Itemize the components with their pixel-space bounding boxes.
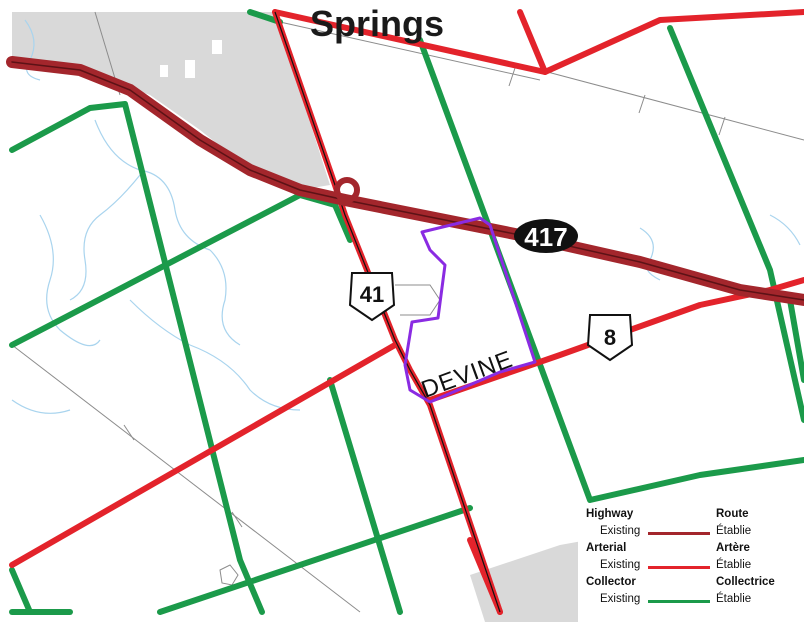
watercourse-9 [11,399,71,414]
highway-interchange [334,177,360,203]
legend-arterial-status-en: Existing [600,559,641,571]
arterial-road-8-east [427,277,804,403]
legend-row-highway-existing: Existing Établie [578,525,804,542]
legend-arterial-swatch [648,566,710,569]
railway-sw-tick-1 [123,424,135,441]
county-road-shield-8: 8 [586,314,634,362]
railway-north-tick-2 [638,94,646,114]
place-label-springs: Springs [310,3,444,44]
arterial-road-north-2 [517,9,548,75]
legend-arterial-label-en: Arterial [586,542,627,554]
railway-north [539,69,804,141]
collector-road-8 [667,25,804,423]
collector-road-1 [9,101,265,615]
legend-collector-label-fr: Collectrice [716,576,775,588]
collector-road-4 [9,567,33,615]
site-boundary [403,216,537,404]
legend-arterial-label-fr: Artère [716,542,750,554]
urban-building-3 [160,65,168,77]
minor-road-north [279,21,541,81]
legend-arterial-status-fr: Établie [716,559,752,571]
legend-collector-status-fr: Établie [716,593,752,605]
county-road-shield-41-number: 41 [360,282,384,307]
highway-shield-417-shape [514,219,578,253]
county-road-shield-41-shape [348,272,396,322]
arterial-road-north [272,9,804,75]
railway-north-tick-1 [508,67,516,87]
watercourse-4 [39,214,101,347]
urban-building-2 [212,40,222,54]
watercourse-3 [69,174,141,301]
legend-highway-status-fr: Établie [716,525,752,537]
legend-collector-label-en: Collector [586,576,636,588]
legend-row-arterial-head: Arterial Artère [578,542,804,559]
legend-row-highway-head: Highway Route [578,508,804,525]
highway-417 [6,56,804,306]
legend-highway-swatch [648,532,710,535]
urban-area-springs [12,12,330,190]
legend-highway-label-fr: Route [716,508,749,520]
highway-shield-417-number: 417 [524,222,567,252]
arterial-road-south [467,537,503,615]
highway-shield-417: 417 [514,219,578,253]
watercourse-2 [94,119,211,251]
legend-highway-label-en: Highway [586,508,634,520]
county-road-shield-8-shape [586,314,634,362]
legend-row-collector-head: Collector Collectrice [578,576,804,593]
watercourse-8 [769,214,801,246]
railway-north-tick-3 [718,116,726,136]
railway-sw-tick-2 [231,511,243,528]
watercourses [11,19,801,414]
minor-feature [219,564,239,586]
collector-road-5 [157,505,473,615]
legend-row-arterial-existing: Existing Établie [578,559,804,576]
legend-collector-status-en: Existing [600,593,641,605]
arterial-road-8 [9,342,398,568]
highway-417-centreline [11,61,804,301]
county-road-shield-8-number: 8 [604,325,616,350]
legend-collector-swatch [648,600,710,603]
collector-road-6 [327,377,403,615]
legend-highway-status-en: Existing [600,525,641,537]
county-road-shield-41: 41 [348,272,396,322]
map-legend: Highway Route Existing Établie Arterial … [578,504,804,622]
watercourse-6 [209,249,241,346]
urban-building-1 [185,60,195,78]
watercourse-5 [129,299,301,411]
legend-row-collector-existing: Existing Établie [578,593,804,610]
